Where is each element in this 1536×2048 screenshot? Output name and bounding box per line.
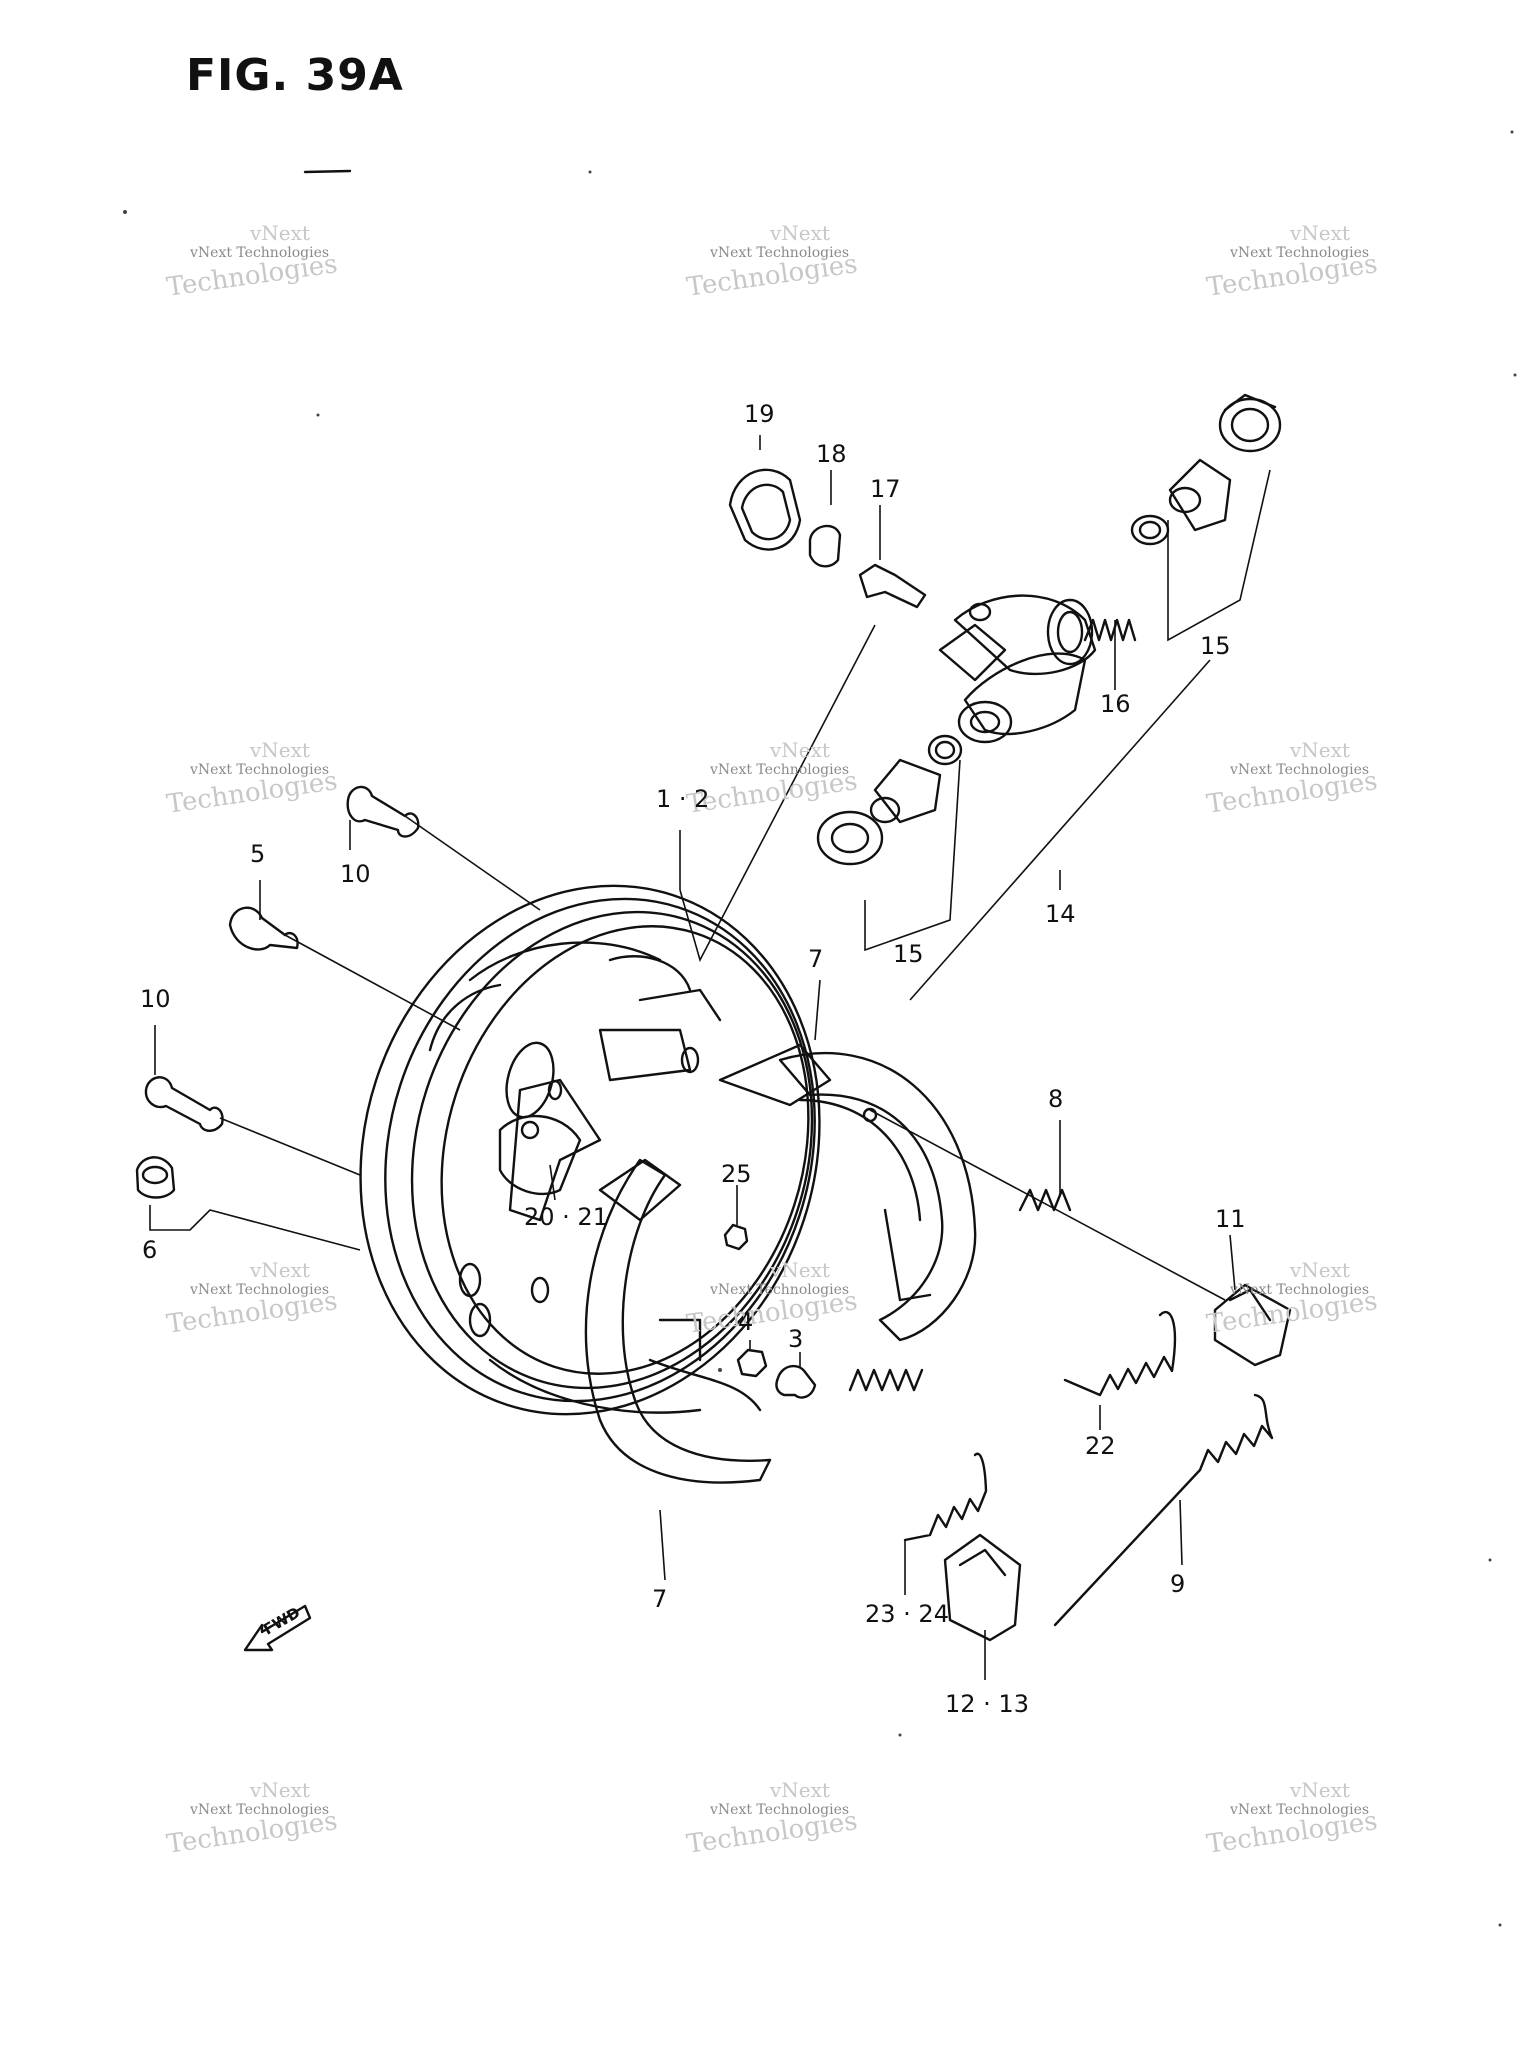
callout-18: 18 [816, 440, 847, 468]
callout-22: 22 [1085, 1432, 1116, 1460]
callout-9: 9 [1170, 1570, 1186, 1598]
callout-15-left: 15 [893, 940, 924, 968]
spring-16 [1083, 618, 1137, 642]
bleeder-17 [858, 563, 927, 609]
spring-lower [848, 1368, 924, 1392]
callout-8: 8 [1048, 1085, 1064, 1113]
callout-15-right: 15 [1200, 632, 1231, 660]
piston-15-right [1168, 458, 1232, 532]
callout-16: 16 [1100, 690, 1131, 718]
spring-22 [1063, 1310, 1177, 1397]
clip-11 [1213, 1283, 1292, 1367]
clip-25 [723, 1223, 749, 1251]
brake-shoe-left [584, 1158, 772, 1484]
boot-right [1218, 397, 1282, 453]
callout-25: 25 [721, 1160, 752, 1188]
fwd-arrow [243, 1604, 312, 1652]
brake-shoe-right [718, 1043, 977, 1342]
scan-specks [123, 130, 1517, 1927]
clip-12-13 [943, 1533, 1022, 1642]
callout-10-top: 10 [340, 860, 371, 888]
callout-19: 19 [744, 400, 775, 428]
spring-8 [1018, 1188, 1072, 1212]
callout-11: 11 [1215, 1205, 1246, 1233]
wheel-cylinder [938, 594, 1097, 744]
bolt-3 [775, 1364, 817, 1399]
callout-3: 3 [788, 1325, 804, 1353]
lever-20-21 [508, 1078, 602, 1222]
bolt-5 [228, 906, 299, 951]
callout-7-bottom: 7 [652, 1585, 668, 1613]
callout-10-left: 10 [140, 985, 171, 1013]
screw-18 [808, 524, 842, 568]
callout-7-top: 7 [808, 945, 824, 973]
callout-4: 4 [738, 1308, 754, 1336]
callout-14: 14 [1045, 900, 1076, 928]
cup-15-left [927, 734, 963, 766]
cup-15-right [1130, 514, 1170, 546]
nut-4 [736, 1348, 768, 1378]
callout-17: 17 [870, 475, 901, 503]
gasket-19 [728, 468, 802, 551]
callout-6: 6 [142, 1236, 158, 1264]
callout-23-24: 23 · 24 [865, 1600, 949, 1628]
piston-15-left [873, 758, 942, 824]
boot-left [816, 810, 884, 866]
brake-backing-plate [359, 884, 821, 1416]
callout-1-2: 1 · 2 [656, 785, 710, 813]
bolt-10-top [346, 785, 420, 838]
callout-12-13: 12 · 13 [945, 1690, 1029, 1718]
spring-9 [1053, 1393, 1274, 1627]
figure-title: FIG. 39A [186, 50, 404, 101]
spring-23-24 [903, 1452, 988, 1542]
grommet-6 [135, 1156, 176, 1199]
bolt-10-left [144, 1076, 224, 1132]
callout-5: 5 [250, 840, 266, 868]
leader-lines [149, 435, 1271, 1680]
callout-20-21: 20 · 21 [524, 1203, 608, 1231]
